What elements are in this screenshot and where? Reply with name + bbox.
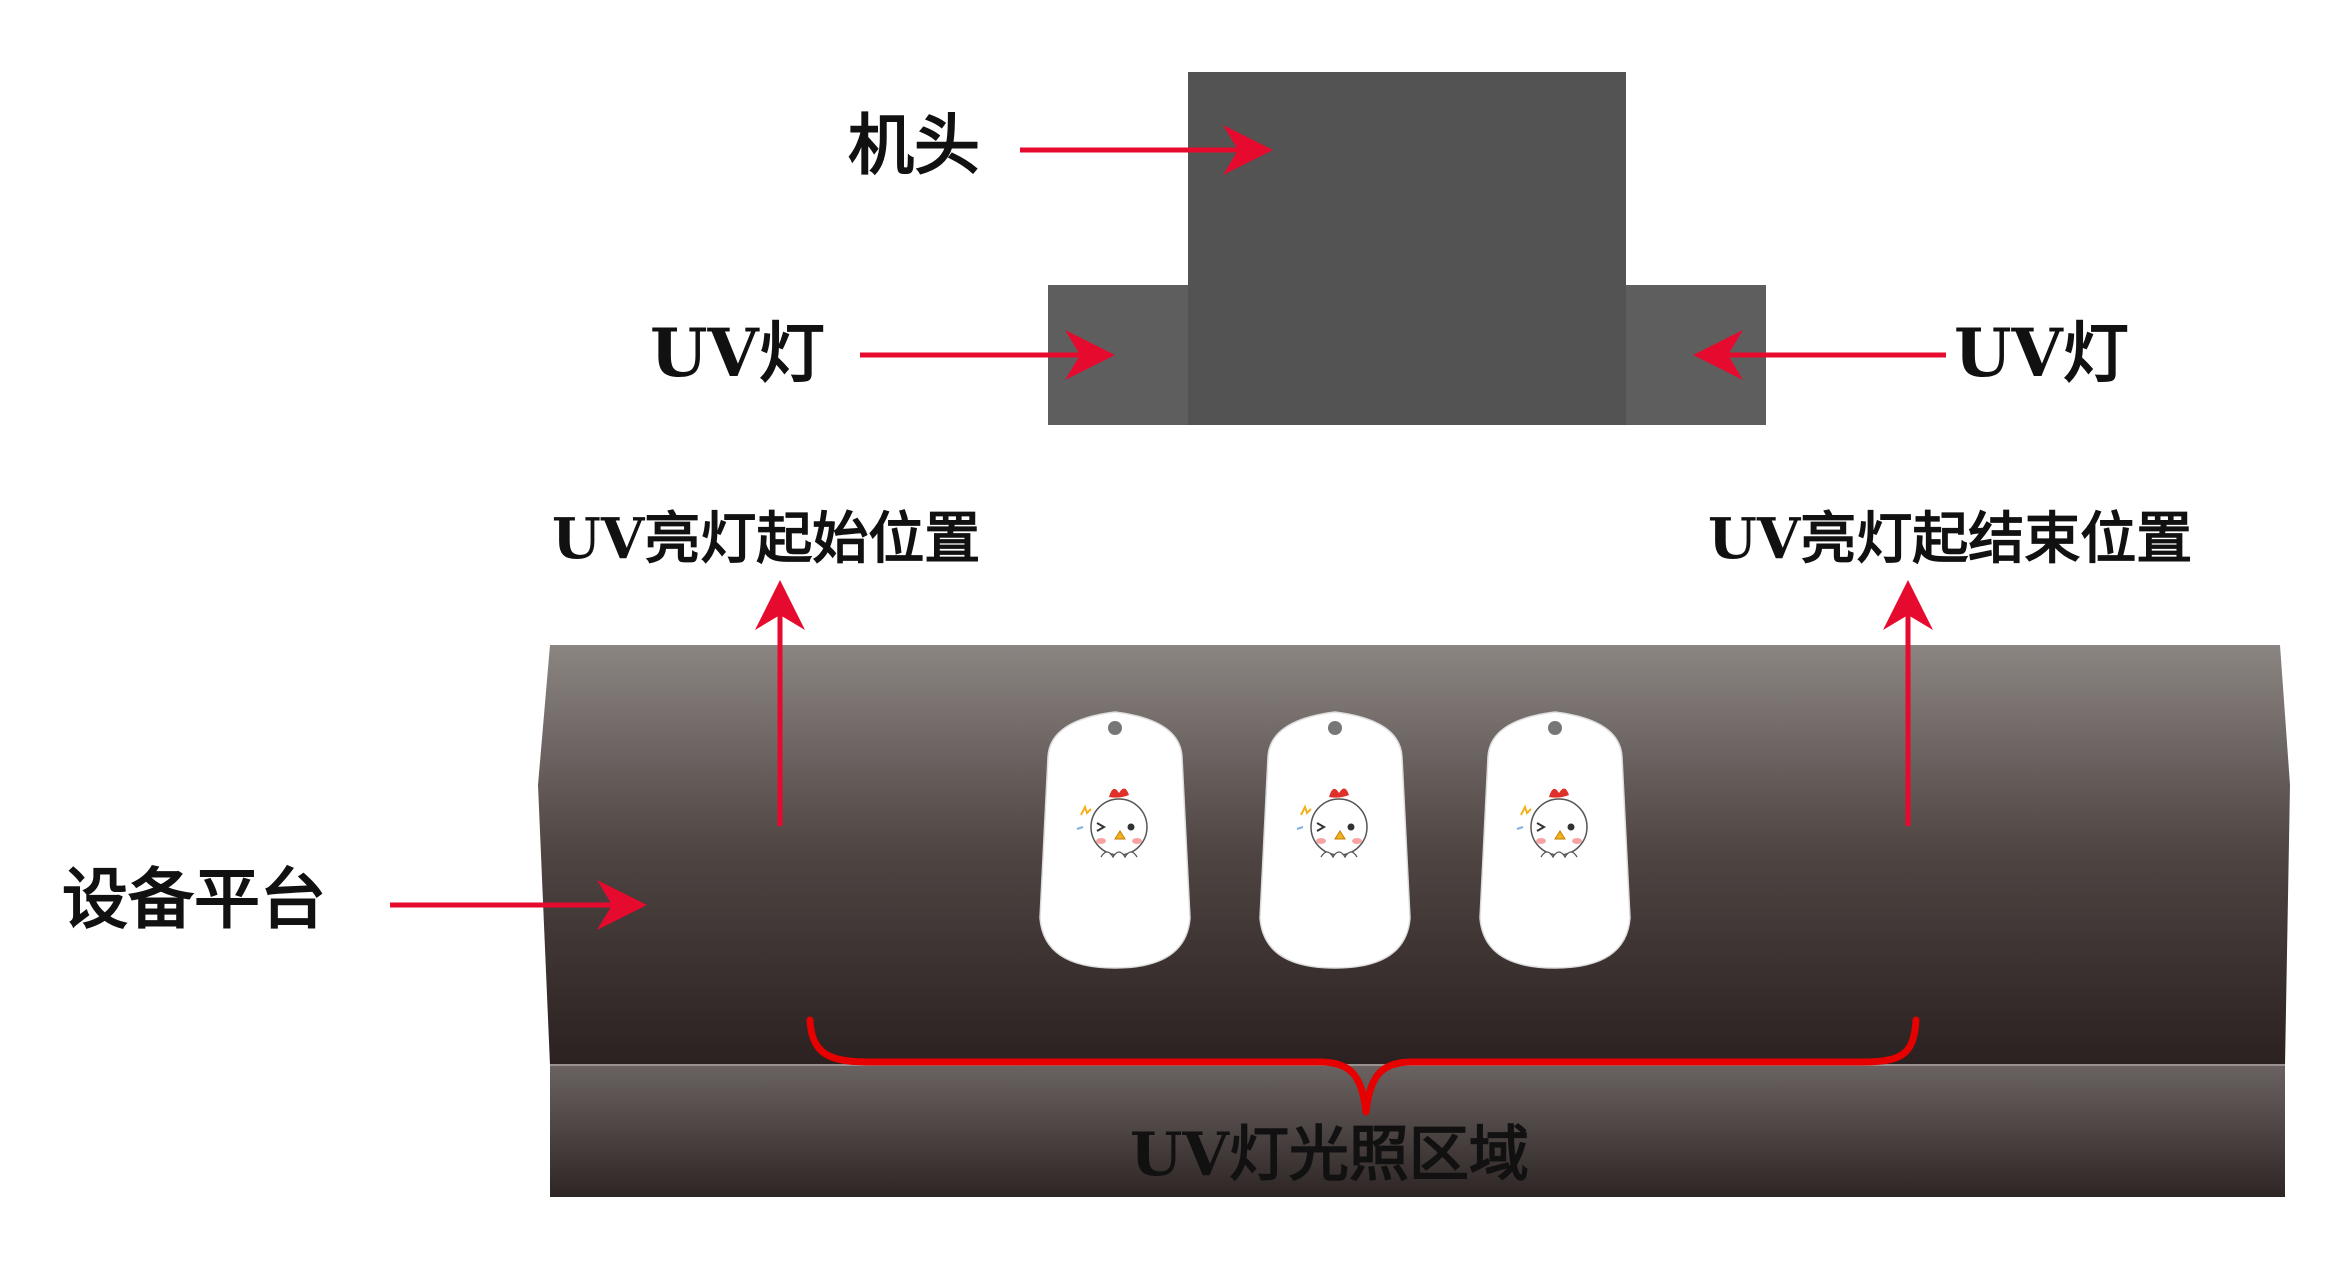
uv-lamp-right-label: UV灯 (1954, 314, 2129, 392)
dog-tag (1259, 711, 1411, 969)
tag-hole (1108, 721, 1122, 735)
device-platform (538, 645, 2290, 1197)
chick-icon (1076, 788, 1148, 859)
tag-hole (1548, 721, 1562, 735)
platform-front-strip (550, 1065, 2285, 1197)
tag-hole (1328, 721, 1342, 735)
dog-tag (1479, 711, 1631, 969)
device-platform-label: 设备平台 (62, 860, 326, 938)
chick-icon (1516, 788, 1588, 859)
machine-head (1188, 72, 1626, 425)
platform-body (538, 645, 2290, 1065)
chick-icon (1296, 788, 1368, 859)
tag-group (1039, 711, 1631, 969)
machine-head-label: 机头 (848, 106, 980, 184)
machine-head-assembly (1048, 72, 1766, 425)
uv-lamp-left-label: UV灯 (650, 314, 825, 392)
uv-illumination-area-label: UV灯光照区域 (1130, 1120, 1529, 1190)
dog-tag (1039, 711, 1191, 969)
uv-end-position-label: UV亮灯起结束位置 (1708, 506, 2192, 572)
uv-start-position-label: UV亮灯起始位置 (552, 506, 980, 572)
illumination-area-brace (806, 1016, 1920, 1116)
